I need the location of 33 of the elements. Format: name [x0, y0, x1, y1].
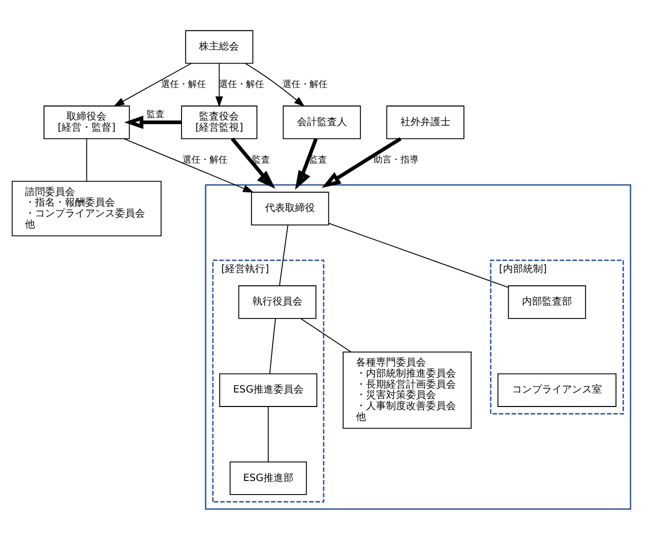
- arrow: [215, 63, 224, 108]
- edge-label: 選任・解任: [182, 155, 228, 166]
- arrow: [114, 63, 192, 107]
- node-box: 内部監査部: [508, 285, 586, 319]
- node-box: ESG推進部: [230, 461, 307, 496]
- arrow: [295, 138, 318, 190]
- arrow: [230, 138, 276, 189]
- connector: [268, 406, 269, 462]
- node-box: 社外弁護士: [386, 106, 464, 140]
- node-box: コンプライアンス室: [498, 373, 616, 407]
- edge-label: 選任・解任: [160, 80, 206, 90]
- connector: [300, 318, 352, 352]
- edge-label: 選任・解任: [218, 80, 264, 90]
- connector: [328, 222, 509, 288]
- node-box: 代表取締役: [251, 192, 330, 226]
- edge-label: 監査: [146, 110, 164, 120]
- node-box: 諮問委員会 ・指名・報酬委員会 ・コンプライアンス委員会 他: [12, 180, 162, 236]
- arrow: [245, 63, 305, 107]
- node-box: 執行役員会: [238, 285, 316, 319]
- node-box: 各種専門委員会 ・内部統制推進委員会 ・長期経営計画委員会 ・災害対策委員会 ・人事制度改善委員会 他: [342, 352, 472, 429]
- node-box: 取締役会 [経営・監督]: [44, 106, 130, 140]
- connector: [279, 224, 288, 286]
- arrow: [124, 116, 182, 130]
- connector: [269, 318, 276, 374]
- edge-label: 選任・解任: [282, 80, 328, 90]
- node-box: 会計監査人: [282, 106, 361, 140]
- arrow: [124, 138, 254, 193]
- connector: [86, 138, 88, 182]
- node-box: 監査役会 [経営監視]: [181, 106, 258, 140]
- edge-label: 助言・指導: [373, 155, 418, 166]
- node-box: ESG推進委員会: [219, 373, 318, 407]
- node-box: 株主総会: [185, 30, 254, 64]
- arrow: [322, 137, 402, 188]
